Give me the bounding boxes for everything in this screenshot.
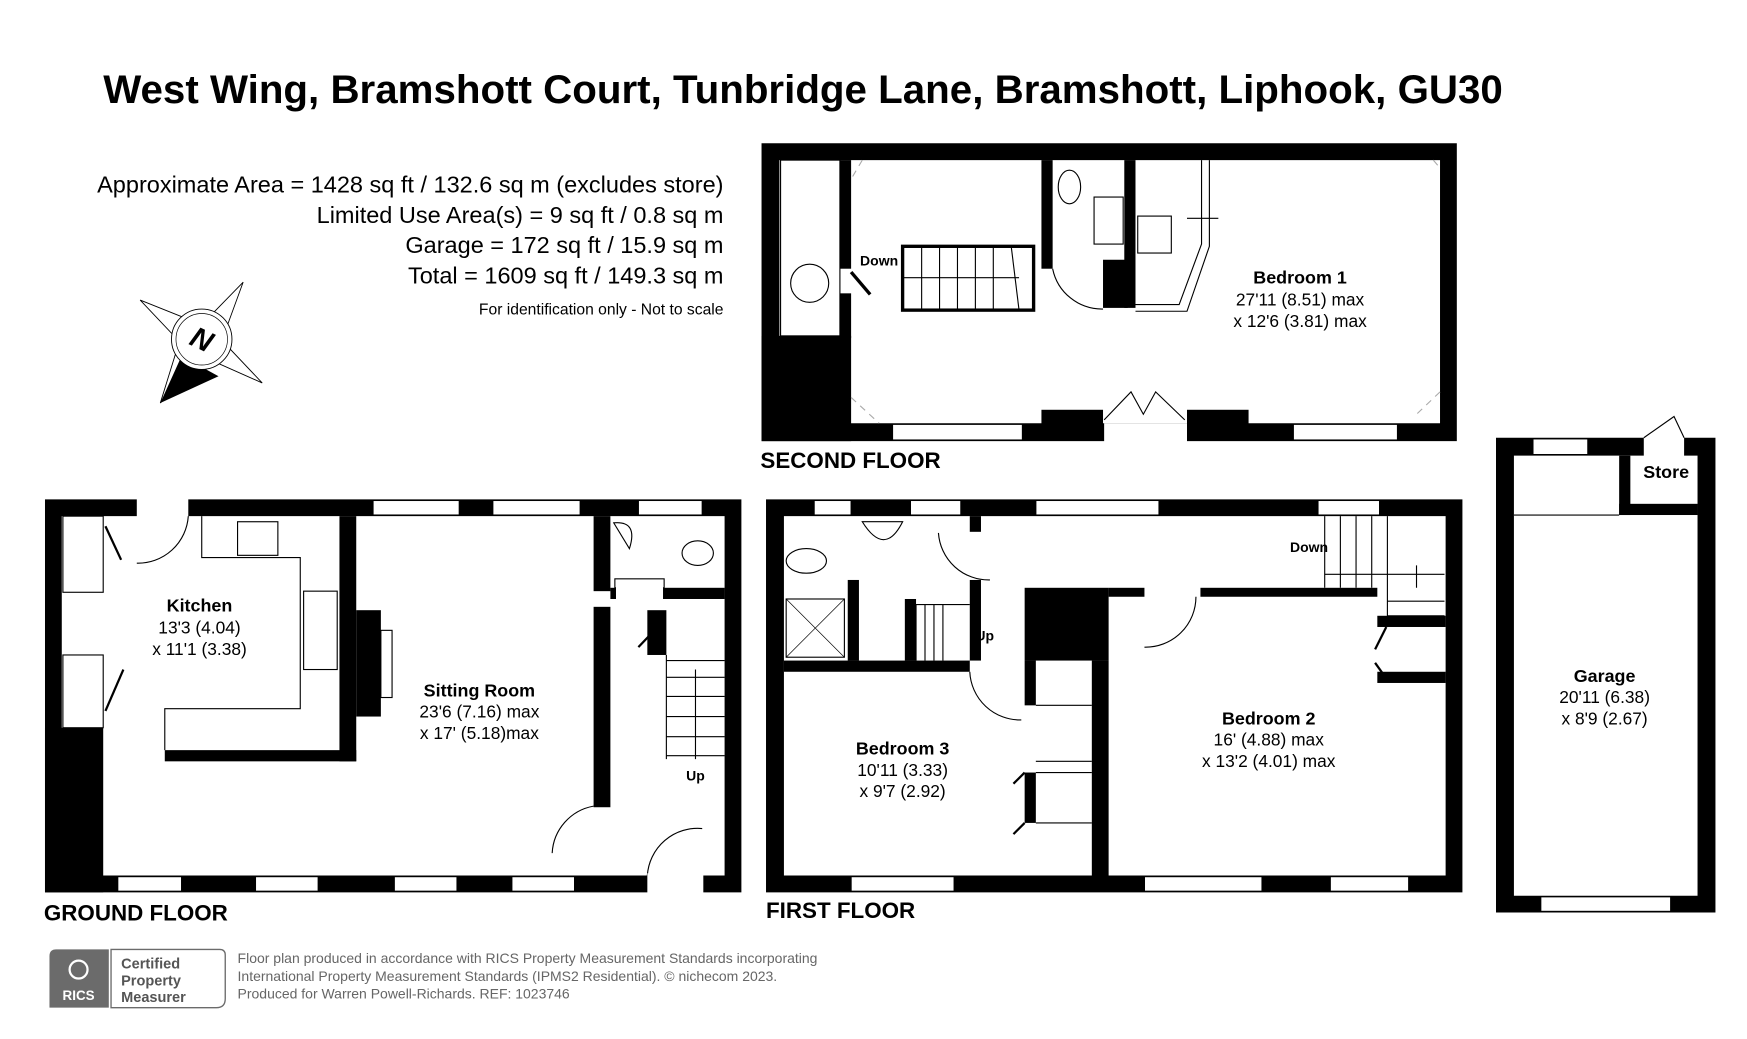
compass-icon: N: [139, 281, 263, 404]
footer-line-1: Floor plan produced in accordance with R…: [238, 950, 818, 966]
second-floor-down-label: Down: [860, 252, 898, 268]
bedroom-1-name: Bedroom 1: [1253, 267, 1347, 287]
garage-dim-2: x 8'9 (2.67): [1561, 708, 1647, 728]
badge-line-3: Measurer: [121, 990, 186, 1006]
rics-label: RICS: [63, 988, 95, 1003]
disclaimer: For identification only - Not to scale: [479, 302, 724, 319]
first-floor-down-label: Down: [1290, 539, 1328, 555]
kitchen-dim-1: 13'3 (4.04): [158, 618, 240, 638]
ground-floor-plan: Kitchen 13'3 (4.04) x 11'1 (3.38) Sittin…: [44, 497, 742, 925]
property-title: West Wing, Bramshott Court, Tunbridge La…: [103, 67, 1503, 112]
rics-lion-icon: [68, 959, 89, 980]
total-area: Total = 1609 sq ft / 149.3 sq m: [408, 262, 723, 288]
footer-line-2: International Property Measurement Stand…: [238, 968, 778, 984]
badge-line-1: Certified: [121, 956, 180, 972]
bedroom-2-name: Bedroom 2: [1222, 708, 1316, 728]
footer-line-3: Produced for Warren Powell-Richards. REF…: [238, 986, 570, 1002]
sitting-room-dim-2: x 17' (5.18)max: [420, 723, 539, 743]
bedroom-2-dim-1: 16' (4.88) max: [1214, 730, 1325, 750]
bedroom-3-dim-1: 10'11 (3.33): [857, 760, 948, 780]
sitting-room-dim-1: 23'6 (7.16) max: [419, 702, 539, 722]
kitchen-name: Kitchen: [167, 595, 233, 615]
garage-area: Garage = 172 sq ft / 15.9 sq m: [405, 232, 723, 258]
ground-floor-up-label: Up: [686, 767, 705, 783]
bedroom-1-dim-1: 27'11 (8.51) max: [1236, 290, 1365, 310]
badge-line-2: Property: [121, 973, 182, 989]
bedroom-3-dim-2: x 9'7 (2.92): [859, 781, 945, 801]
area-summary: Approximate Area = 1428 sq ft / 132.6 sq…: [97, 172, 724, 319]
second-floor-plan: Down Bedroom 1 27'11 (8.51) max x 12'6 (…: [760, 143, 1457, 473]
second-floor-label: SECOND FLOOR: [760, 448, 940, 473]
sitting-room-name: Sitting Room: [424, 680, 535, 700]
bedroom-2-dim-2: x 13'2 (4.01) max: [1202, 751, 1336, 771]
first-floor-label: FIRST FLOOR: [766, 898, 915, 923]
limited-use-area: Limited Use Area(s) = 9 sq ft / 0.8 sq m: [317, 202, 724, 228]
garage-dim-1: 20'11 (6.38): [1559, 687, 1650, 707]
garage-plan: Store Garage 20'11 (6.38) x 8'9 (2.67): [1496, 415, 1716, 913]
garage-name: Garage: [1574, 666, 1636, 686]
ground-floor-label: GROUND FLOOR: [44, 900, 228, 925]
first-floor-stairs: [1324, 516, 1445, 617]
rics-badge: RICS Certified Property Measurer: [49, 948, 226, 1009]
first-floor-up-label: Up: [975, 627, 994, 643]
second-floor-stairs: [900, 244, 1036, 312]
approx-area: Approximate Area = 1428 sq ft / 132.6 sq…: [97, 172, 723, 198]
bedroom-3-name: Bedroom 3: [856, 739, 950, 759]
first-floor-plan: Bedroom 3 10'11 (3.33) x 9'7 (2.92) Bedr…: [766, 499, 1463, 923]
kitchen-dim-2: x 11'1 (3.38): [152, 639, 247, 659]
store-label: Store: [1643, 462, 1689, 482]
bedroom-1-dim-2: x 12'6 (3.81) max: [1233, 311, 1367, 331]
ground-floor-stairs: [665, 654, 725, 760]
